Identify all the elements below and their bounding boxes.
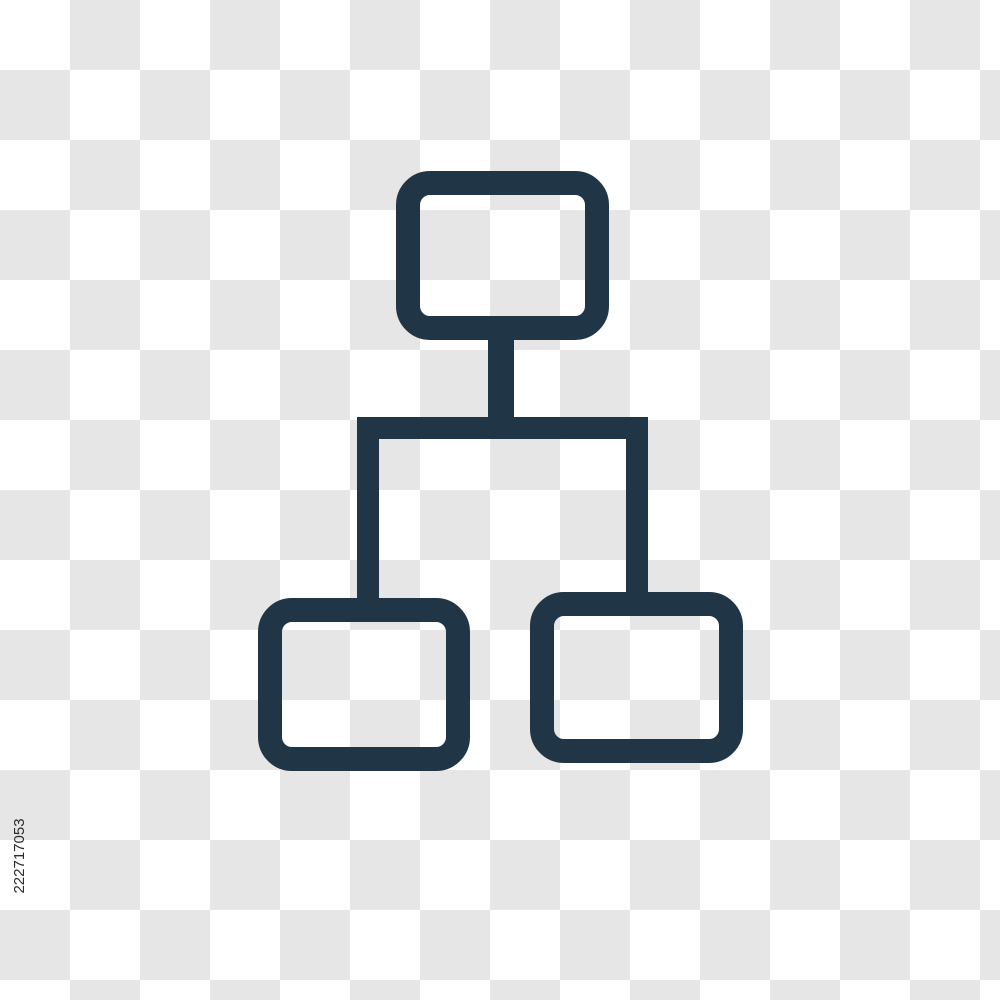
stock-image-id: 222717053 — [11, 818, 28, 894]
bottom-right-node-box — [530, 592, 743, 763]
top-node-box — [396, 171, 609, 340]
connector-stem — [488, 330, 514, 420]
connector-right-drop — [626, 417, 648, 597]
connector-left-drop — [357, 417, 379, 602]
connector-bar — [357, 417, 648, 439]
bottom-left-node-box — [258, 598, 470, 771]
